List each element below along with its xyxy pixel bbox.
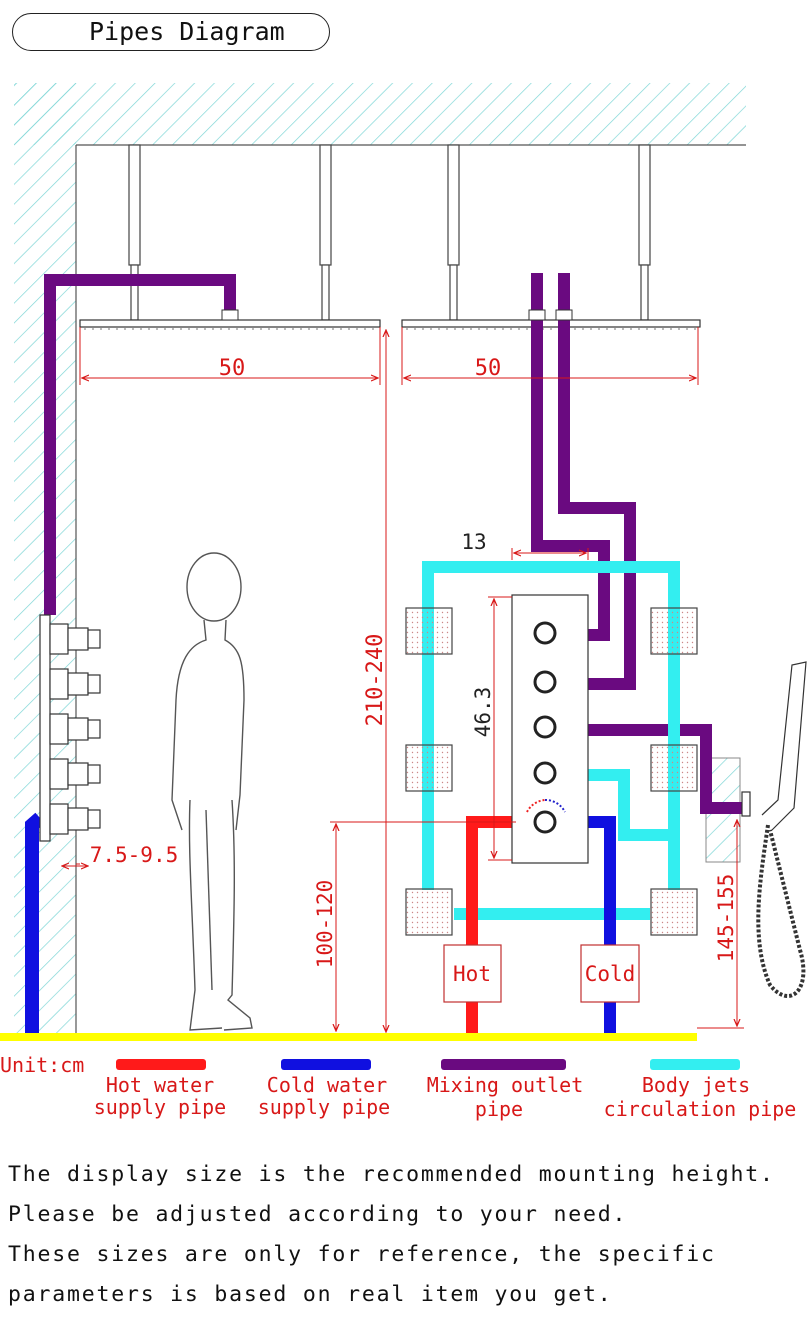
handheld-shower [741,661,807,998]
control-panel [511,594,589,864]
thermostat-knob [526,798,566,834]
note-line-3: These sizes are only for reference, the … [8,1242,716,1267]
legend-jets-line1: Body jets [642,1073,750,1097]
cold-label: Cold [585,962,636,986]
legend: Hot water supply pipe Cold water supply … [94,1059,797,1121]
page-title: Pipes Diagram [12,13,330,51]
panel-knob-2 [533,670,557,694]
shower-head-left [79,319,381,330]
human-figure [171,552,253,1031]
dim-panel-height: 46.3 [471,687,495,738]
pipe-connectors [221,309,573,321]
dim-panel-wall-gap: 7.5-9.5 [90,843,179,867]
note-line-4: parameters is based on real item you get… [8,1282,613,1307]
dim-valve-height: 100-120 [313,880,337,969]
shower-head-right [401,319,701,330]
dimension-lines [62,327,744,1032]
body-jets [405,607,698,936]
legend-jets: Body jets circulation pipe [604,1059,797,1121]
dim-panel-offset: 13 [461,530,486,554]
wall-valve-column [39,614,101,842]
note-line-2: Please be adjusted according to your nee… [8,1202,628,1227]
mixing-outlet-pipes [44,273,742,814]
legend-cold-line1: Cold water [267,1073,387,1097]
ceiling-wall [14,83,746,146]
dim-ceiling-height: 210-240 [363,634,388,727]
panel-knob-4 [533,761,557,785]
ceiling-rods [128,144,651,321]
hot-label: Hot [453,962,491,986]
panel-knob-3 [533,715,557,739]
note-line-1: The display size is the recommended moun… [8,1162,775,1187]
legend-cold-line2: supply pipe [258,1095,390,1119]
legend-hot-line2: supply pipe [94,1095,226,1119]
dim-head1-width: 50 [219,356,246,381]
hot-label-box: Hot [443,944,502,1003]
legend-hot: Hot water supply pipe [94,1059,226,1119]
unit-label: Unit:cm [0,1053,84,1077]
legend-jets-line2: circulation pipe [604,1097,797,1121]
legend-cold: Cold water supply pipe [258,1059,390,1119]
left-cold-supply-pipe [25,812,45,1033]
floor [0,1033,697,1041]
legend-mixing: Mixing outlet pipe [427,1059,584,1121]
body-jet-pipes [422,561,680,920]
cold-label-box: Cold [580,944,640,1003]
legend-mixing-line2: pipe [475,1097,523,1121]
legend-mixing-line1: Mixing outlet [427,1073,584,1097]
panel-knob-1 [533,621,557,645]
legend-hot-line1: Hot water [106,1073,214,1097]
dim-handheld-height: 145-155 [714,874,738,963]
dim-head2-width: 50 [475,356,502,381]
